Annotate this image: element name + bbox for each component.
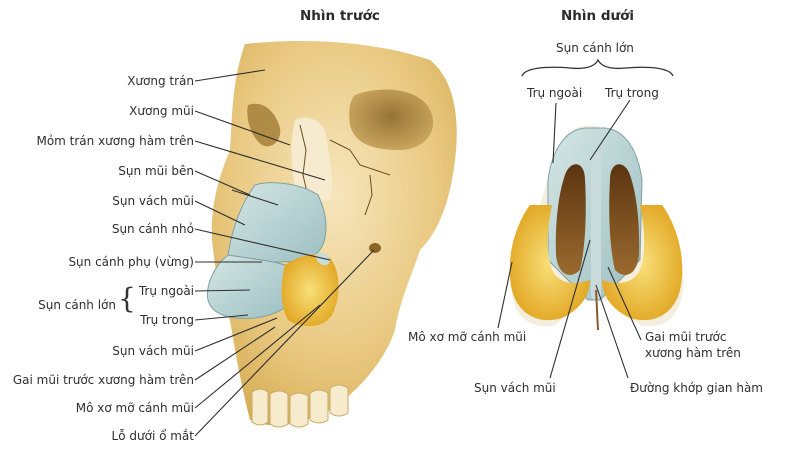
label-anterior-nasal-spine-bottom-1: Gai mũi trước [645, 330, 727, 344]
label-medial-crus: Trụ trong [140, 313, 194, 327]
label-frontal-process-maxilla: Mỏm trán xương hàm trên [36, 134, 194, 148]
label-septal-cartilage-1: Sụn vách mũi [112, 194, 194, 208]
label-fibrofatty-tissue-bottom: Mô xơ mỡ cánh mũi [408, 330, 527, 344]
brace-icon: { [118, 282, 136, 315]
label-infraorbital-foramen: Lỗ dưới ổ mắt [111, 429, 194, 443]
label-lateral-crus-bottom: Trụ ngoài [527, 86, 583, 100]
bottom-view-title: Nhìn dưới [561, 8, 635, 24]
front-view-title: Nhìn trước [300, 8, 380, 24]
label-major-alar-cartilage-bottom: Sụn cánh lớn [556, 41, 634, 55]
label-minor-alar-cartilage: Sụn cánh nhỏ [111, 222, 194, 236]
skull-front [206, 41, 457, 428]
label-septal-cartilage-bottom: Sụn vách mũi [474, 381, 556, 395]
label-lateral-crus: Trụ ngoài [138, 284, 194, 298]
label-frontal-bone: Xương trán [127, 74, 194, 88]
label-lateral-nasal-cartilage: Sụn mũi bên [118, 164, 194, 178]
label-nasal-bone: Xương mũi [129, 104, 194, 118]
label-major-alar-cartilage: Sụn cánh lớn [38, 298, 116, 312]
nose-bottom [509, 125, 684, 331]
label-anterior-nasal-spine: Gai mũi trước xương hàm trên [12, 373, 194, 387]
label-fibrofatty-tissue: Mô xơ mỡ cánh mũi [75, 401, 194, 415]
group-brace [521, 58, 674, 77]
label-accessory-cartilage: Sụn cánh phụ (vừng) [68, 255, 194, 269]
label-septal-cartilage-2: Sụn vách mũi [112, 344, 194, 358]
label-medial-crus-bottom: Trụ trong [605, 86, 659, 100]
label-intermaxillary-suture: Đường khớp gian hàm [630, 381, 763, 395]
label-anterior-nasal-spine-bottom-2: xương hàm trên [645, 346, 741, 360]
